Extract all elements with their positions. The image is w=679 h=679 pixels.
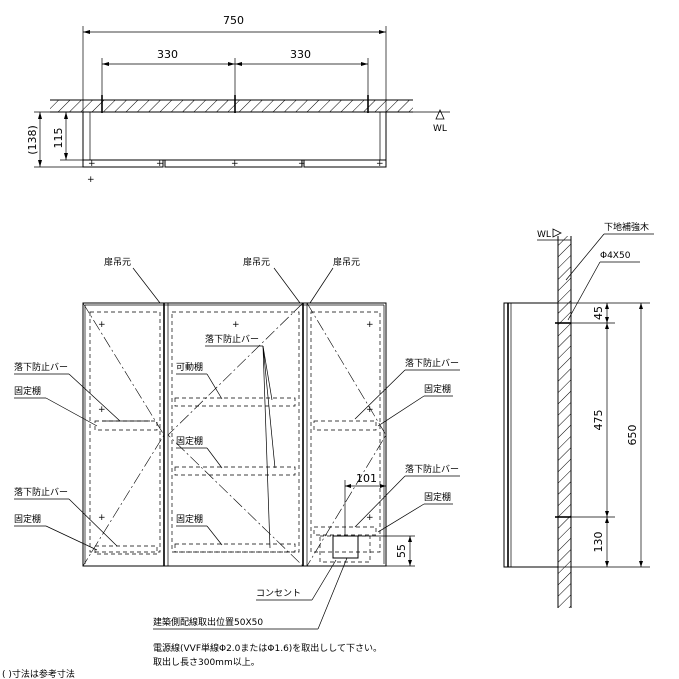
note-line4: ( )寸法は参考寸法: [2, 668, 75, 679]
shelf-right-top: [313, 420, 377, 431]
svg-text:+: +: [366, 320, 374, 330]
plan-door-right: [303, 159, 387, 168]
hinge-label-left: 扉吊元: [104, 256, 131, 268]
svg-text:+: +: [298, 159, 306, 169]
fixed-shelf-mid1-label: 固定棚: [176, 435, 203, 447]
plan-dim-depth-total: (138): [26, 125, 39, 155]
plan-wl-symbol: [435, 109, 445, 120]
fall-bar-right-bottom-label: 落下防止バー: [405, 463, 459, 475]
side-dim-130: 130: [592, 532, 605, 553]
svg-text:+: +: [87, 175, 95, 185]
side-view: WL 下地補強木 Φ4X50 45 475 130 650: [503, 221, 654, 608]
svg-text:+: +: [98, 513, 106, 523]
svg-text:+: +: [98, 405, 106, 415]
plan-dim-right: 330: [290, 48, 311, 61]
note-line3: 取出し長さ300mm以上。: [153, 656, 260, 668]
svg-text:+: +: [231, 159, 239, 169]
svg-text:+: +: [376, 159, 384, 169]
shelf-mid-fixed1: [174, 466, 296, 476]
plan-dim-depth: 115: [52, 128, 65, 149]
dim-55: 55: [395, 544, 408, 558]
side-dim-650: 650: [626, 425, 639, 446]
shelf-mid-movable: [174, 397, 296, 407]
note-line1: 建築側配線取出位置50X50: [153, 616, 263, 628]
plan-wl: WL: [433, 124, 447, 134]
fixed-shelf-right-bottom-label: 固定棚: [424, 491, 451, 503]
hinge-label-mid: 扉吊元: [243, 256, 270, 268]
svg-text:+: +: [88, 159, 96, 169]
fall-bar-center-label: 落下防止バー: [205, 333, 259, 345]
front-view: + + + + + + + 扉吊元 扉吊元 扉吊元 落下防止バー 可動棚: [2, 256, 460, 679]
dim-101: 101: [356, 472, 377, 485]
shelf-left-top: [94, 420, 158, 431]
plan-dim-total: 750: [223, 14, 244, 27]
shelf-left-bottom: [94, 545, 158, 555]
plan-wall-hatch: [50, 100, 413, 112]
svg-text:+: +: [232, 320, 240, 330]
plan-dim-left: 330: [157, 48, 178, 61]
hinge-label-right: 扉吊元: [333, 256, 360, 268]
svg-text:+: +: [98, 320, 106, 330]
plan-cabinet-body: [82, 111, 387, 161]
fixed-shelf-mid2-label: 固定棚: [176, 513, 203, 525]
plan-door-mid: [164, 159, 303, 168]
fall-bar-left-bottom-label: 落下防止バー: [14, 486, 68, 498]
fall-bar-left-top-label: 落下防止バー: [14, 361, 68, 373]
fixed-shelf-left-top-label: 固定棚: [14, 385, 41, 397]
note-line2: 電源線(VVF単線Φ2.0またはΦ1.6)を取出しして下さい。: [153, 642, 382, 654]
plan-view: + + + + + + 750 330 330: [26, 14, 450, 185]
side-wl: WL: [537, 230, 551, 240]
side-dim-45: 45: [592, 306, 605, 320]
fixed-shelf-right-top-label: 固定棚: [424, 383, 451, 395]
svg-text:+: +: [156, 159, 164, 169]
reinforcement-label: 下地補強木: [604, 221, 649, 233]
svg-text:+: +: [366, 513, 374, 523]
side-dim-475: 475: [592, 410, 605, 431]
side-cabinet-body: [503, 302, 559, 568]
fall-bar-right-top-label: 落下防止バー: [405, 357, 459, 369]
screw-label: Φ4X50: [600, 251, 631, 261]
plan-door-left: [82, 159, 164, 168]
fixed-shelf-left-bottom-label: 固定棚: [14, 513, 41, 525]
svg-text:+: +: [366, 405, 374, 415]
shelf-mid-fixed2: [174, 543, 296, 553]
outlet-box: [332, 535, 359, 559]
outlet-label: コンセント: [256, 588, 301, 599]
movable-shelf-label: 可動棚: [176, 361, 203, 373]
side-wall-hatch: [558, 236, 571, 608]
